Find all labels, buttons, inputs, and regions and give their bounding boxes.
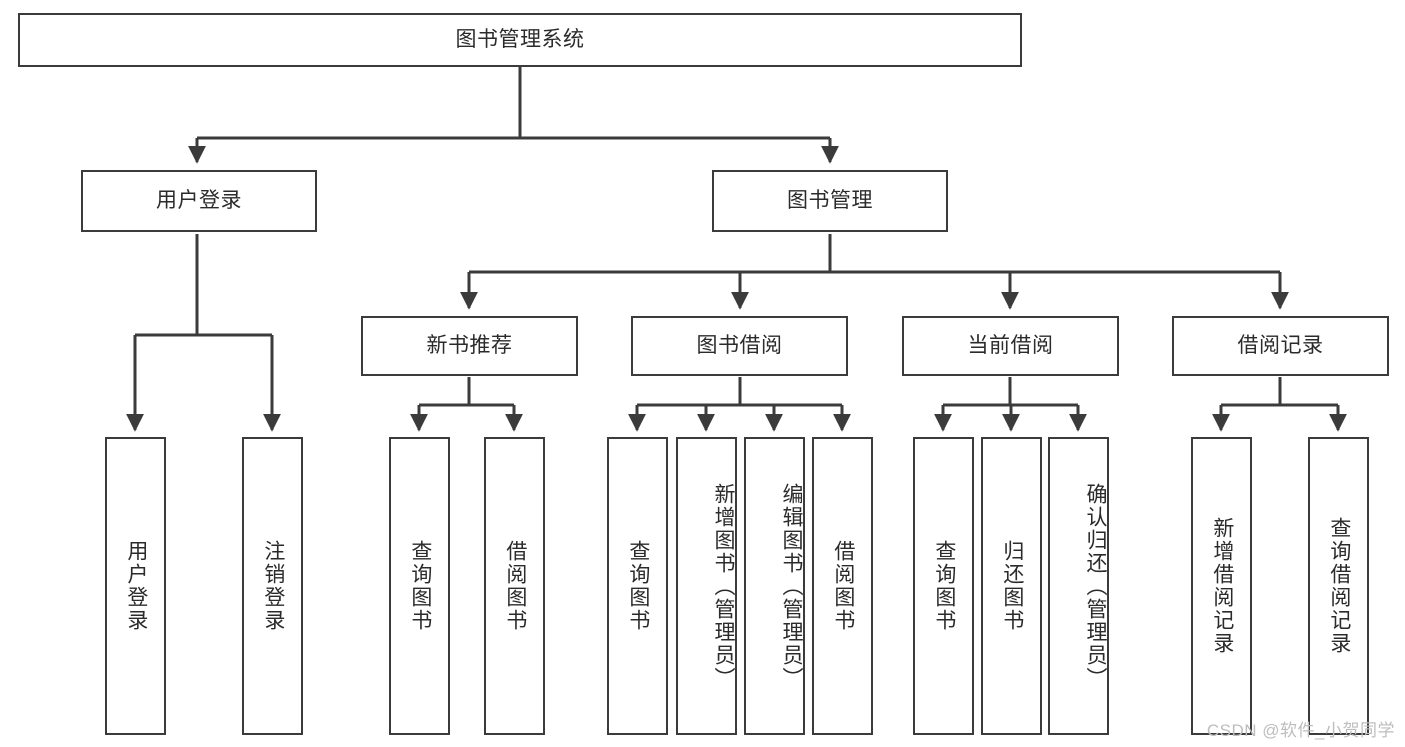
node-book-borrow[interactable]: 图书借阅	[631, 316, 848, 376]
node-leaf-borrow-book-new-label: 借阅图书	[503, 540, 527, 632]
csdn-watermark: CSDN @软件_小贺同学	[1206, 721, 1395, 740]
node-leaf-add-borrow-record-label: 新增借阅记录	[1210, 517, 1234, 655]
node-book-borrow-label: 图书借阅	[696, 333, 783, 357]
node-book-manage[interactable]: 图书管理	[712, 170, 948, 232]
node-leaf-query-book-borrow[interactable]: 查询图书	[607, 437, 668, 735]
node-leaf-query-book-new-label: 查询图书	[408, 540, 432, 632]
node-current-borrow[interactable]: 当前借阅	[902, 316, 1119, 376]
node-leaf-return-book-label: 归还图书	[1000, 540, 1024, 632]
node-new-book-recommend[interactable]: 新书推荐	[361, 316, 578, 376]
node-user-login-label: 用户登录	[156, 188, 242, 212]
node-leaf-query-book-borrow-label: 查询图书	[626, 540, 650, 632]
node-leaf-query-borrow-record[interactable]: 查询借阅记录	[1308, 437, 1369, 735]
node-leaf-confirm-return-admin[interactable]: 确认归还（管理员）	[1048, 437, 1109, 735]
node-leaf-add-book-admin-label: 新增图书（管理员）	[712, 482, 735, 690]
node-book-manage-label: 图书管理	[787, 188, 873, 212]
node-leaf-logout[interactable]: 注销登录	[242, 437, 303, 735]
node-borrow-record-label: 借阅记录	[1237, 333, 1324, 357]
node-leaf-add-book-admin[interactable]: 新增图书（管理员）	[676, 437, 737, 735]
node-root-system[interactable]: 图书管理系统	[18, 13, 1022, 67]
node-new-book-recommend-label: 新书推荐	[426, 333, 513, 357]
node-root-system-label: 图书管理系统	[455, 27, 585, 51]
node-leaf-logout-label: 注销登录	[261, 540, 285, 632]
node-borrow-record[interactable]: 借阅记录	[1172, 316, 1389, 376]
node-leaf-user-login[interactable]: 用户登录	[105, 437, 166, 735]
node-leaf-confirm-return-admin-label: 确认归还（管理员）	[1084, 482, 1107, 690]
node-leaf-query-book-current[interactable]: 查询图书	[913, 437, 974, 735]
node-leaf-edit-book-admin[interactable]: 编辑图书（管理员）	[744, 437, 805, 735]
node-leaf-borrow-book[interactable]: 借阅图书	[812, 437, 873, 735]
node-user-login[interactable]: 用户登录	[81, 170, 317, 232]
node-current-borrow-label: 当前借阅	[967, 333, 1054, 357]
node-leaf-query-book-new[interactable]: 查询图书	[389, 437, 450, 735]
node-leaf-query-borrow-record-label: 查询借阅记录	[1327, 517, 1351, 655]
node-leaf-return-book[interactable]: 归还图书	[981, 437, 1042, 735]
node-leaf-edit-book-admin-label: 编辑图书（管理员）	[780, 482, 803, 690]
node-leaf-add-borrow-record[interactable]: 新增借阅记录	[1191, 437, 1252, 735]
node-leaf-borrow-book-label: 借阅图书	[831, 540, 855, 632]
node-leaf-borrow-book-new[interactable]: 借阅图书	[484, 437, 545, 735]
node-leaf-user-login-label: 用户登录	[124, 540, 148, 632]
node-leaf-query-book-current-label: 查询图书	[932, 540, 956, 632]
